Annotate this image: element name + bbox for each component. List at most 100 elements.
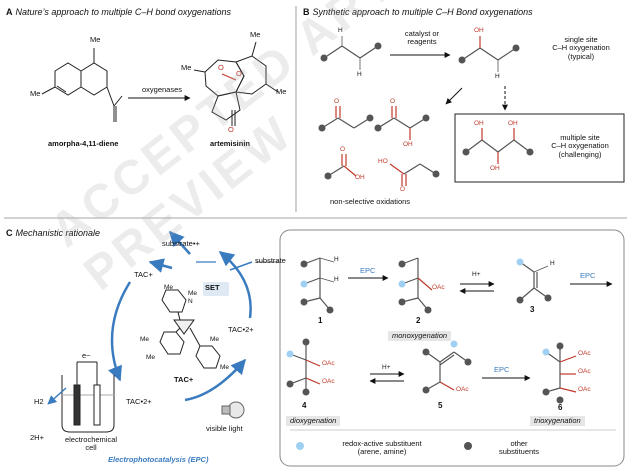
artemisinin-me-left: Me — [181, 63, 192, 72]
artemisinin-label: artemisinin — [210, 139, 251, 148]
light-bulb — [221, 401, 245, 419]
legend-redox-dot — [296, 442, 304, 450]
tac-center-label: TAC+ — [174, 375, 194, 384]
compound-4 — [289, 342, 321, 392]
compound-6-label: 6 — [558, 403, 563, 412]
artemisinin-o1: O — [218, 63, 224, 72]
substrate-chain — [323, 36, 379, 70]
acid-o: O — [340, 146, 346, 153]
acid-product — [327, 154, 357, 177]
artemisinin-me-right: Me — [276, 87, 287, 96]
tac-me-6: Me — [188, 290, 198, 297]
multi-oh-3: OH — [508, 120, 518, 127]
compound-1-label: 1 — [318, 316, 323, 325]
visible-light-label: visible light — [206, 424, 243, 433]
compound-1 — [303, 257, 335, 311]
compound-3 — [519, 261, 549, 301]
amorphadiene-label: amorpha-4,11-diene — [48, 139, 119, 148]
c5-oac: OAc — [456, 386, 469, 393]
amorpha-me-left: Me — [30, 89, 41, 98]
ketone-o: O — [334, 98, 340, 105]
c4-oac-2: OAc — [322, 378, 335, 385]
set-label: SET — [205, 283, 220, 292]
epc-label-3: EPC — [494, 365, 510, 374]
single-h: H — [495, 73, 500, 80]
c6-oac-1: OAc — [578, 350, 591, 357]
monoxygenation-tag: monoxygenation — [388, 331, 452, 342]
tac-n-top: N — [188, 298, 193, 305]
dioxygenation-tag: dioxygenation — [286, 416, 341, 427]
c1-h1: H — [334, 256, 339, 263]
set-box-bg — [203, 282, 229, 296]
multi-oh-2: OH — [490, 165, 500, 172]
compound-5 — [425, 351, 469, 391]
artemisinin-o2: O — [236, 69, 242, 78]
hydroxyketone-product — [377, 106, 427, 140]
artemisinin-structure — [193, 41, 279, 126]
oxygenases-label: oxygenases — [142, 85, 183, 94]
amorpha-me-top: Me — [90, 35, 101, 44]
tac-me-1: Me — [164, 284, 174, 291]
hydroxyketone-oh: OH — [403, 141, 413, 148]
tac-me-4: Me — [210, 336, 220, 343]
hydroxyketone-o: O — [390, 98, 396, 105]
catalytic-cycle — [108, 230, 253, 402]
h2-label: H2 — [34, 397, 44, 406]
c4-oac-1: OAc — [322, 360, 335, 367]
tac-2plus-right: TAC•2+ — [228, 325, 254, 334]
multi-oh-1: OH — [474, 120, 484, 127]
amorphadiene-structure — [41, 48, 123, 122]
tac-structure — [159, 289, 221, 369]
trioxygenation-tag: trioxygenation — [530, 416, 585, 427]
c1-h2: H — [334, 276, 339, 283]
substrate-h2: H — [357, 71, 362, 78]
mechanism-box — [279, 229, 625, 467]
two-h-plus-label: 2H+ — [30, 433, 44, 442]
substrate-cation-label: substrate•+ — [162, 239, 200, 248]
electron-label: e− — [82, 351, 91, 360]
hydroxyacid-o: O — [400, 186, 406, 193]
nonselective-label: non-selective oxidations — [330, 197, 411, 206]
h-plus-2: H+ — [382, 364, 391, 371]
multi-site-box — [454, 113, 625, 183]
compound-6 — [545, 346, 577, 393]
epc-label-1: EPC — [360, 266, 376, 275]
h-plus-1: H+ — [472, 271, 481, 278]
artemisinin-o3: O — [228, 125, 234, 134]
electrochemical-cell — [61, 361, 115, 433]
c3-h: H — [550, 260, 555, 267]
compound-5-label: 5 — [438, 401, 443, 410]
epc-label-2: EPC — [580, 271, 596, 280]
epc-caption: Electrophotocatalysis (EPC) — [108, 455, 209, 464]
compound-4-label: 4 — [302, 401, 307, 410]
multi-oxygenation-chain — [465, 128, 515, 164]
h2-arrow — [47, 387, 67, 405]
artemisinin-me-top: Me — [250, 30, 261, 39]
tac-plus-top: TAC+ — [134, 270, 153, 279]
tac-me-5: Me — [220, 364, 230, 371]
single-oh: OH — [474, 27, 484, 34]
substrate-label: substrate — [255, 256, 286, 265]
artemisinin-peroxide — [221, 73, 237, 81]
compound-3-label: 3 — [530, 305, 535, 314]
c6-oac-2: OAc — [578, 368, 591, 375]
legend-redox-label: redox-active substituent(arene, amine) — [342, 439, 422, 457]
nonselective-arrow — [445, 87, 463, 105]
c2-oac: OAc — [432, 284, 445, 291]
c6-oac-3: OAc — [578, 386, 591, 393]
compound-2 — [401, 257, 433, 311]
substrate-h1: H — [338, 27, 343, 34]
acid-oh: OH — [355, 174, 365, 181]
tac-me-3: Me — [146, 354, 156, 361]
legend-other-dot — [464, 442, 472, 450]
